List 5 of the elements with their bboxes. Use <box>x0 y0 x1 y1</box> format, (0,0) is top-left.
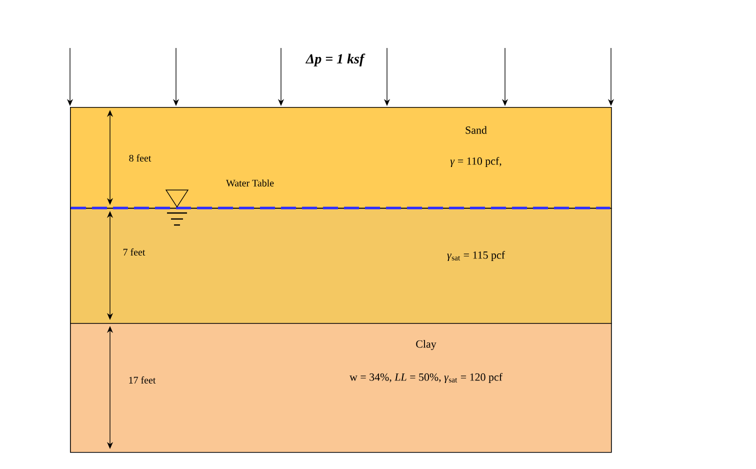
dimension-label: 17 feet <box>129 376 156 384</box>
load-label: Δp = 1 ksf <box>305 54 366 66</box>
water-table-label: Water Table <box>226 179 274 187</box>
dimension-label: 8 feet <box>129 154 152 162</box>
dimension-label: 7 feet <box>123 248 146 256</box>
